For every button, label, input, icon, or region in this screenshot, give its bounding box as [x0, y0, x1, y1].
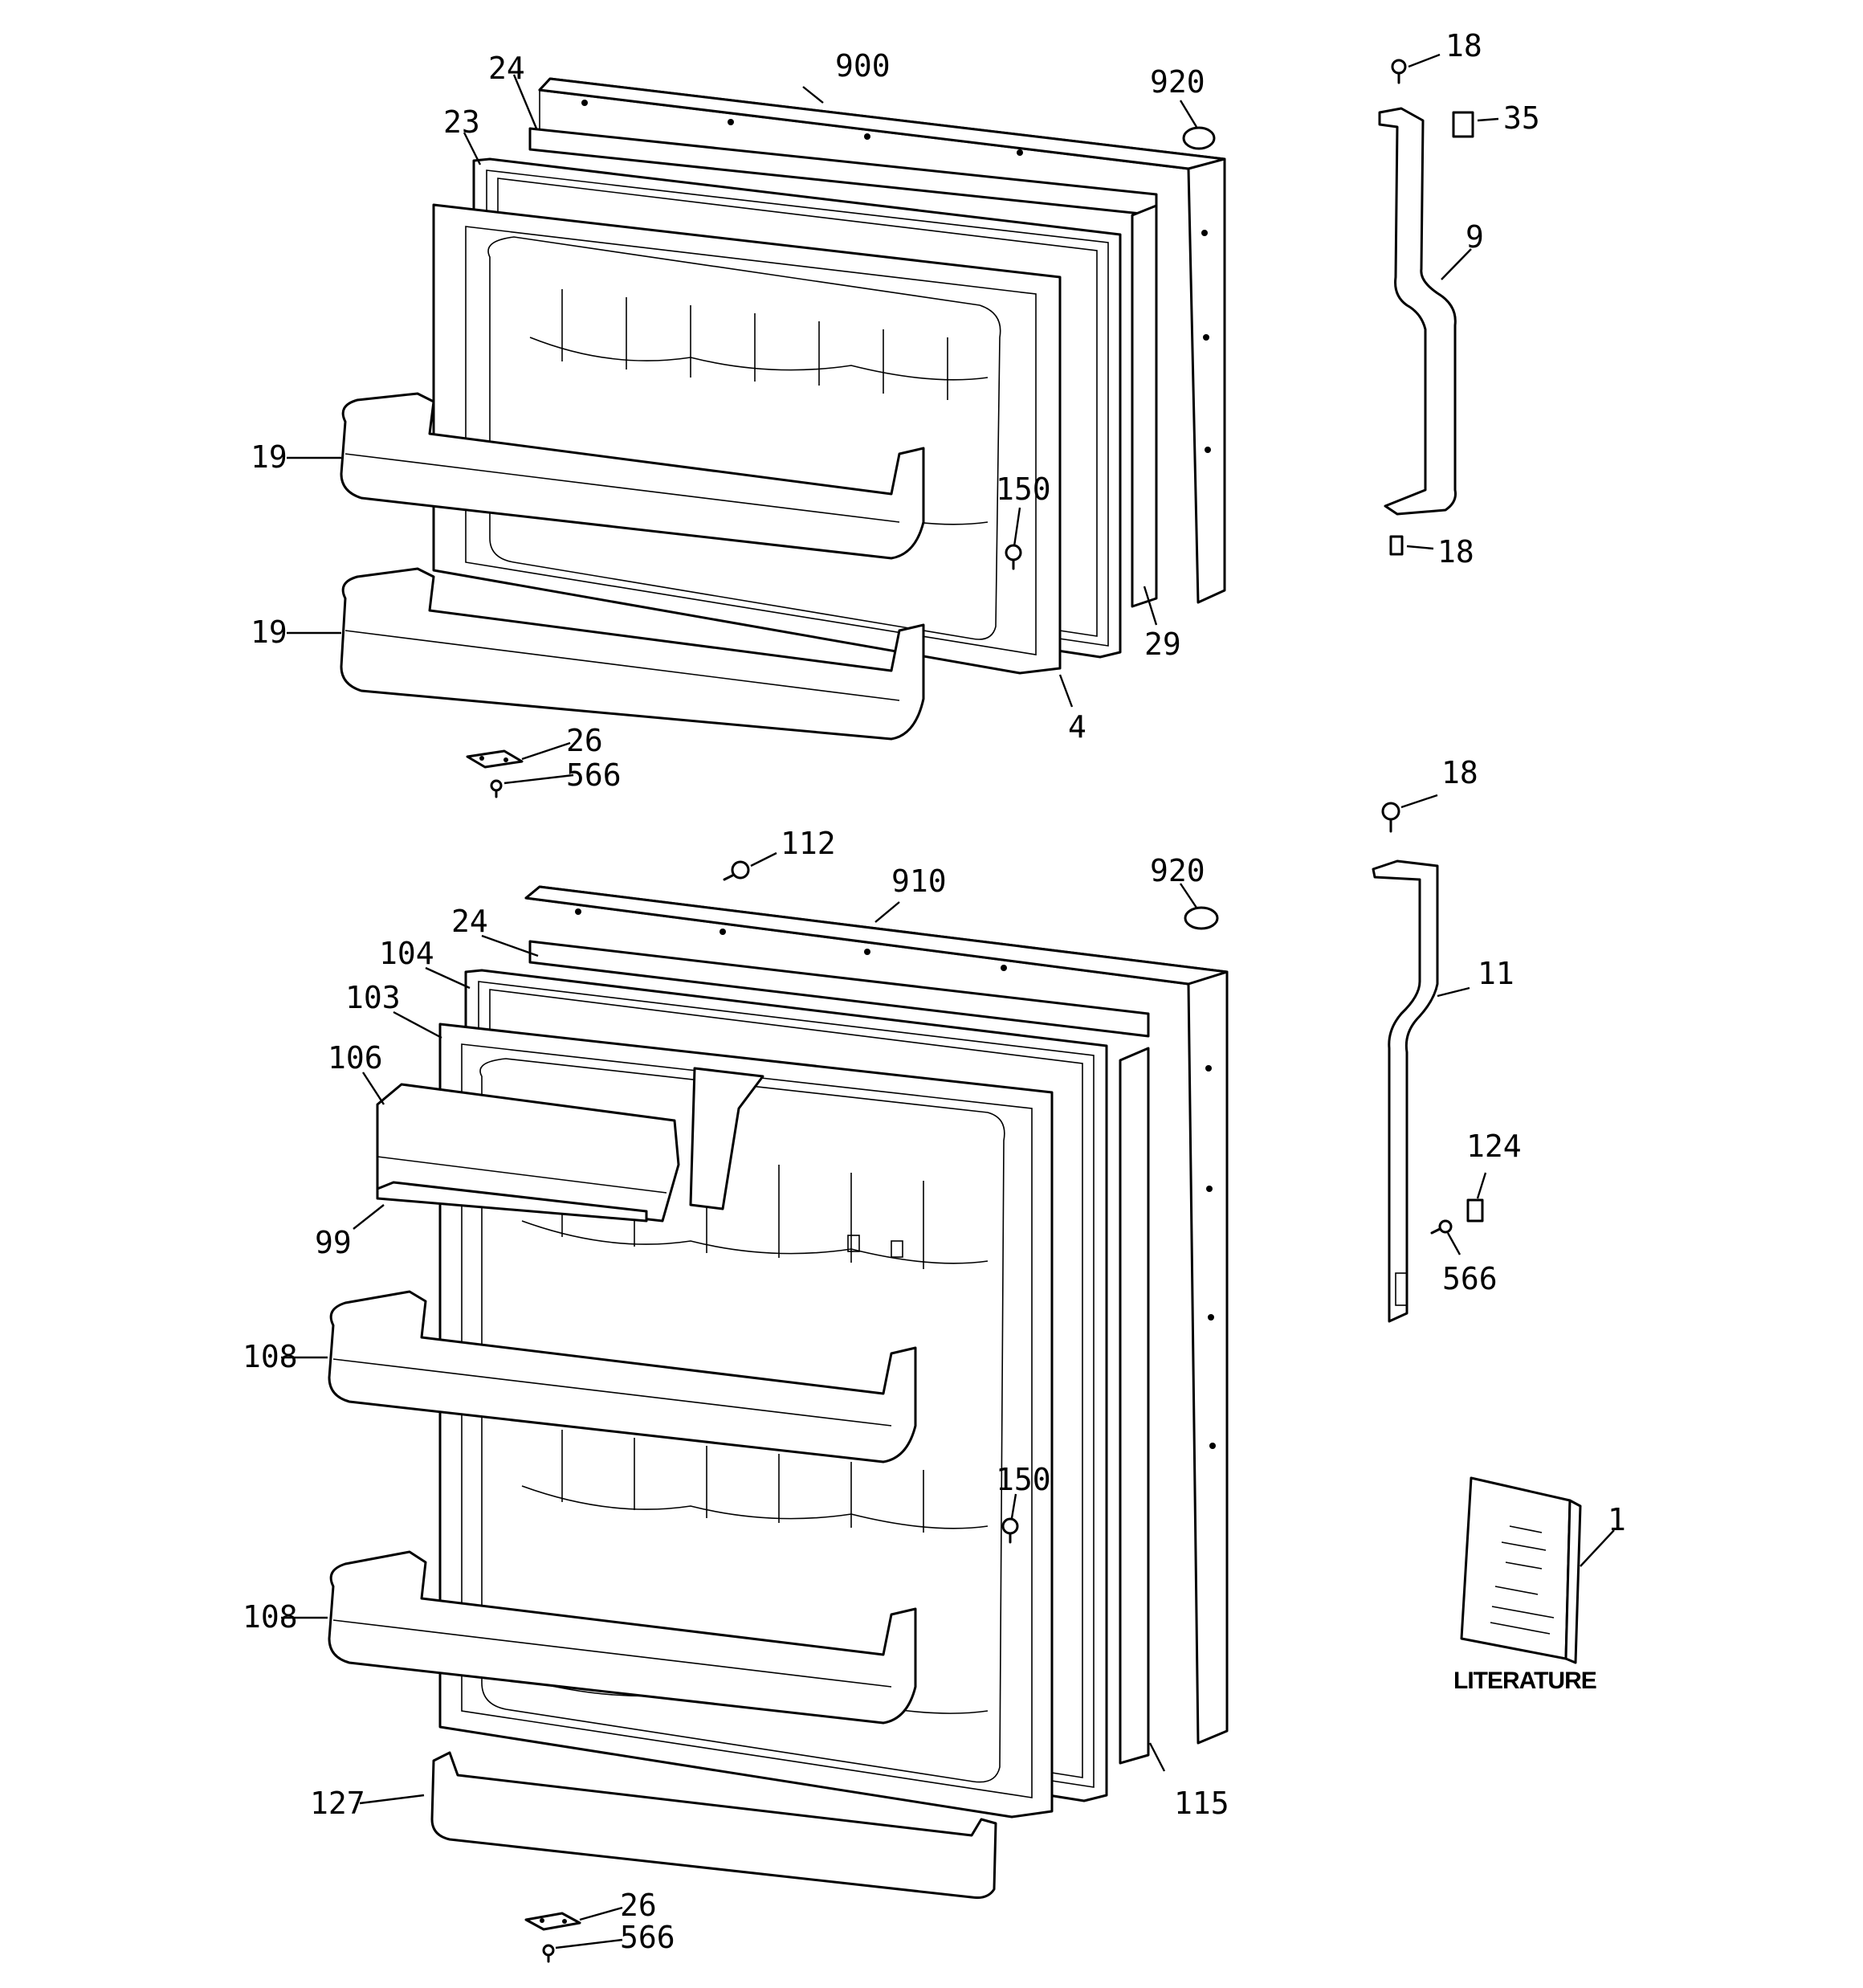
- freezer-outer-door-panel: [538, 77, 1226, 604]
- callout-566-freezer: 566: [566, 757, 622, 793]
- callout-26-freezer: 26: [566, 723, 603, 758]
- literature-label: LITERATURE: [1453, 1668, 1596, 1694]
- callout-920-freezer: 920: [1150, 64, 1205, 100]
- callout-115: 115: [1174, 1786, 1229, 1821]
- fresh-food-gasket-retainer: [528, 940, 1150, 1038]
- fresh-food-hinge-26: [524, 1912, 581, 1931]
- freezer-screw-566: [490, 779, 503, 798]
- fresh-food-door-strip: [1119, 1047, 1150, 1765]
- callout-106: 106: [328, 1040, 383, 1076]
- callout-18-bottom: 18: [1441, 755, 1478, 790]
- fresh-food-handle-screw-18: [1381, 802, 1400, 833]
- callout-labels: 900 24 23 920 19 19 150 29 4 18 35 9 18 …: [243, 28, 1626, 1955]
- fresh-food-screw-566: [542, 1944, 555, 1963]
- literature-booklet: LITERATURE: [1453, 1476, 1597, 1694]
- freezer-hinge-26: [466, 749, 524, 769]
- callout-23: 23: [443, 104, 480, 140]
- callout-566-handle: 566: [1442, 1261, 1498, 1296]
- callout-24-freezer: 24: [488, 51, 525, 86]
- callout-127: 127: [310, 1786, 365, 1821]
- callout-99: 99: [315, 1225, 352, 1260]
- freezer-door-shelf-lower: [340, 567, 925, 741]
- callout-26-fresh-food: 26: [620, 1888, 657, 1923]
- callout-920-fresh-food: 920: [1150, 853, 1205, 888]
- callout-108-lower: 108: [243, 1599, 298, 1635]
- callout-19-lower: 19: [251, 614, 287, 650]
- freezer-door-liner: [432, 203, 1062, 675]
- callout-18-mid: 18: [1437, 534, 1474, 569]
- fresh-food-screw-112: [723, 860, 750, 881]
- fresh-food-door-assembly: [328, 860, 1229, 1963]
- handle-cap-35: [1452, 111, 1474, 138]
- fresh-food-screw-150: [1001, 1517, 1019, 1544]
- callout-1: 1: [1608, 1502, 1626, 1537]
- callout-19-upper: 19: [251, 439, 287, 475]
- handle-screw-566: [1430, 1219, 1453, 1235]
- freezer-handle-screw-top: [1391, 59, 1407, 84]
- callout-29: 29: [1144, 627, 1181, 662]
- dairy-door-hinge-99: [376, 1181, 648, 1223]
- freezer-door-strip: [1131, 204, 1158, 608]
- dairy-compartment-door: [376, 1067, 764, 1223]
- fresh-food-door-shelf-lower: [328, 1550, 917, 1725]
- freezer-handle-assembly: [1378, 59, 1474, 556]
- freezer-handle-9: [1378, 107, 1457, 516]
- leader-lines: [281, 53, 1615, 1949]
- callout-35: 35: [1503, 100, 1540, 136]
- callout-104: 104: [379, 936, 434, 971]
- handle-bracket-124: [1466, 1198, 1484, 1223]
- fresh-food-handle-assembly: [1372, 802, 1484, 1323]
- callout-124: 124: [1466, 1129, 1522, 1164]
- fresh-food-door-trim: [430, 1751, 997, 1899]
- freezer-door-assembly: [340, 77, 1226, 798]
- callout-108-upper: 108: [243, 1339, 298, 1374]
- callout-566-fresh-food: 566: [620, 1920, 675, 1955]
- callout-24-fresh-food: 24: [451, 904, 488, 939]
- callout-9: 9: [1466, 219, 1484, 255]
- callout-150-freezer: 150: [996, 471, 1051, 507]
- fresh-food-door-shelf-upper: [328, 1290, 917, 1463]
- callout-900: 900: [835, 48, 891, 84]
- fresh-food-plug-920: [1184, 906, 1219, 930]
- callout-103: 103: [345, 980, 401, 1015]
- freezer-handle-screw-bottom: [1389, 535, 1404, 556]
- fresh-food-outer-door-panel: [524, 885, 1229, 1745]
- callout-18-top: 18: [1445, 28, 1482, 63]
- freezer-door-shelf-upper: [340, 392, 925, 560]
- freezer-plug-920: [1182, 126, 1216, 150]
- callout-150-fresh-food: 150: [996, 1462, 1051, 1497]
- callout-910: 910: [891, 863, 947, 899]
- callout-11: 11: [1478, 956, 1514, 991]
- callout-4: 4: [1068, 709, 1086, 745]
- callout-112: 112: [781, 826, 836, 861]
- fresh-food-handle-11: [1372, 859, 1439, 1323]
